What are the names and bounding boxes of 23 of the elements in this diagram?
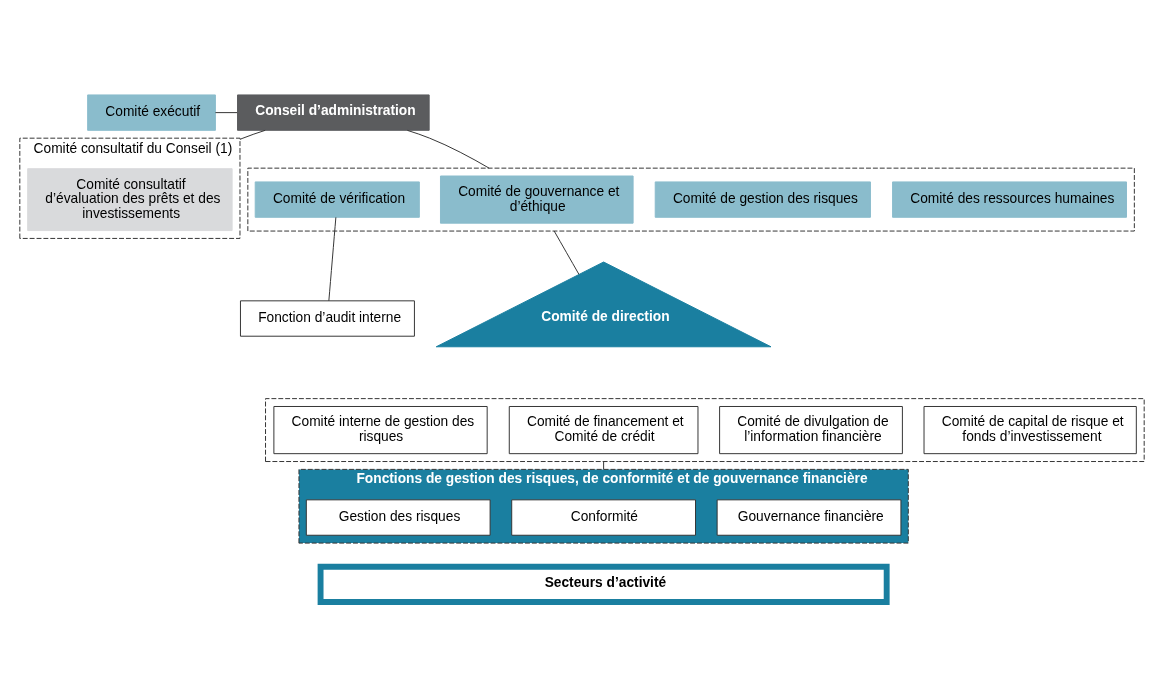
connector: [239, 129, 266, 140]
node-box: Comité de vérification: [254, 181, 420, 218]
node-box: Comité consultatif d’évaluation des prêts et des investissements: [27, 168, 233, 232]
node-box: Comité de capital de risque et fonds d’investissement: [923, 406, 1137, 455]
cluster: [265, 398, 1145, 462]
connector: [214, 112, 238, 114]
connector: [328, 216, 337, 302]
node-box: Secteurs d’activité: [317, 563, 890, 606]
node-box: Comité des ressources humaines: [892, 181, 1127, 218]
node-box: Gouvernance financière: [716, 499, 902, 536]
cluster: [247, 167, 1135, 232]
node-box: Comité de gestion des risques: [654, 181, 871, 218]
node-box: Comité de gouvernance et d’éthique: [440, 175, 634, 224]
node-box: Comité interne de gestion des risques: [273, 406, 488, 455]
node-box: Gestion des risques: [305, 499, 491, 536]
connector: [553, 230, 580, 275]
node-box: Conseil d’administration: [237, 94, 430, 131]
node-box: Comité de financement et Comité de crédit: [508, 406, 699, 455]
node-box: Comité de divulgation de l’information financière: [719, 406, 903, 455]
connector: [406, 129, 490, 169]
node-box: Conformité: [511, 499, 696, 536]
node-box: Fonction d’audit interne: [240, 300, 415, 337]
node-box: Comité exécutif: [87, 94, 216, 131]
